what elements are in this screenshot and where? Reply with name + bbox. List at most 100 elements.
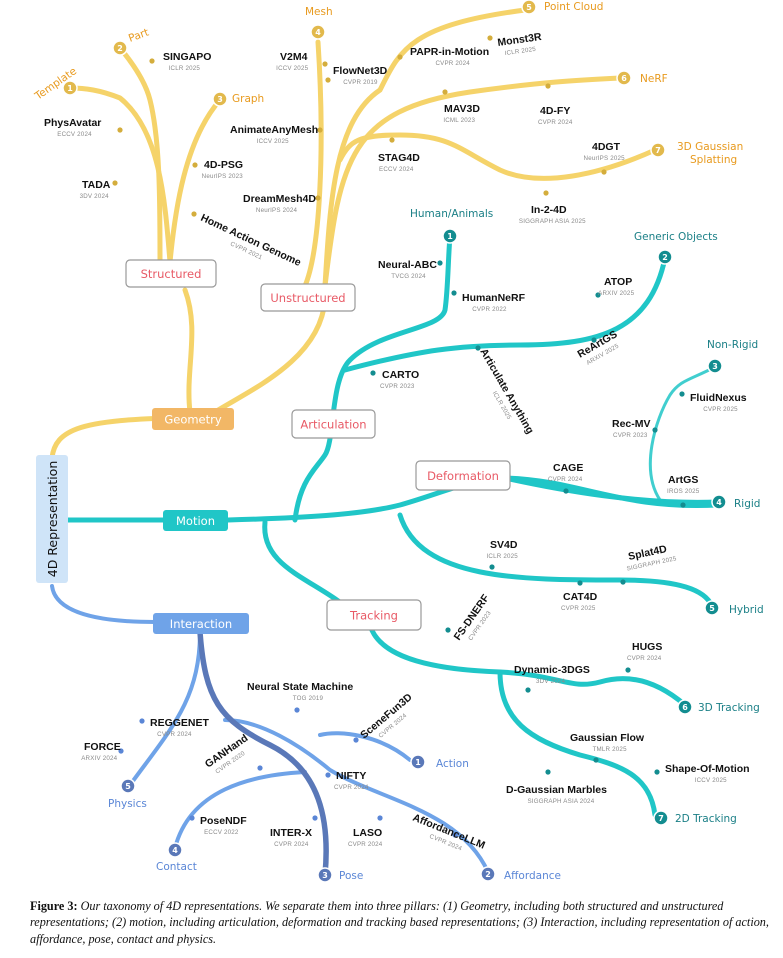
paper-dot xyxy=(315,195,321,201)
leaf-badge xyxy=(521,0,537,15)
paper-name: INTER-X xyxy=(270,827,312,839)
paper-dot xyxy=(325,77,331,83)
paper-name: CAGE xyxy=(553,462,583,474)
paper-dot xyxy=(595,292,601,298)
paper-dot xyxy=(451,290,457,296)
paper-name: Neural State Machine xyxy=(247,681,353,693)
paper-name: Monst3R xyxy=(497,31,543,49)
paper-name: V2M4 xyxy=(280,51,308,63)
paper-venue: TOG 2019 xyxy=(293,695,324,702)
pillar-label: Interaction xyxy=(170,617,232,631)
leaf-number: 3 xyxy=(322,871,328,880)
leaf-badge xyxy=(677,699,693,715)
leaf-badge xyxy=(112,40,128,56)
paper-name: PhysAvatar xyxy=(44,117,101,129)
leaf-hybrid: 5 Hybrid xyxy=(704,600,764,616)
pillar-geometry: Geometry xyxy=(152,408,234,430)
leaf-number: 3 xyxy=(712,362,718,371)
paper-venue: NeurIPS 2023 xyxy=(202,173,244,180)
leaf-splatting: Splatting xyxy=(690,154,737,166)
paper-venue: CVPR 2025 xyxy=(703,406,738,413)
leaf-badge xyxy=(650,142,666,158)
paper-name: LASO xyxy=(353,827,382,839)
leaf-label: Hybrid xyxy=(729,604,764,616)
paper-dot xyxy=(317,127,323,133)
paper-dot xyxy=(545,83,551,89)
paper-dot xyxy=(577,580,583,586)
paper-venue: CVPR 2019 xyxy=(343,79,378,86)
paper-name: MAV3D xyxy=(444,103,480,115)
pillar-label: Geometry xyxy=(164,413,222,427)
paper-dot xyxy=(437,260,443,266)
paper-name: 4D-FY xyxy=(540,105,570,117)
category-tracking: Tracking xyxy=(326,599,422,631)
paper-tada: TADA 3DV 2024 xyxy=(80,179,118,200)
paper-dot xyxy=(189,815,195,821)
paper-dot xyxy=(397,54,403,60)
root-box: 4D Representation xyxy=(36,455,68,583)
paper-name: HUGS xyxy=(632,641,662,653)
paper-dot xyxy=(654,769,660,775)
paper-venue: ICLR 2025 xyxy=(504,46,536,57)
paper-dot xyxy=(118,748,124,754)
paper-dot xyxy=(191,211,197,217)
paper-venue: TMLR 2025 xyxy=(593,746,627,753)
paper-venue: 3DV 2024 xyxy=(80,193,109,200)
paper-name: Neural-ABC xyxy=(378,259,437,271)
paper-dot xyxy=(563,488,569,494)
caption-text: Our taxonomy of 4D representations. We s… xyxy=(30,899,769,946)
paper-venue: CVPR 2023 xyxy=(380,383,415,390)
leaf-number: 4 xyxy=(315,28,321,37)
leaf-label: Part xyxy=(127,26,151,44)
leaf-badge xyxy=(480,866,496,882)
paper-dot xyxy=(652,427,658,433)
paper-dot xyxy=(325,772,331,778)
leaf-number: 1 xyxy=(67,84,73,93)
leaf-badge xyxy=(212,91,228,107)
paper-dot xyxy=(192,162,198,168)
leaf-badge xyxy=(707,358,723,374)
paper-name: SV4D xyxy=(490,539,518,551)
paper-name: Dynamic-3DGS xyxy=(514,664,590,676)
paper-dot xyxy=(257,765,263,771)
paper-name: 4D-PSG xyxy=(204,159,243,171)
paper-venue: IROS 2025 xyxy=(667,488,700,495)
paper-venue: SIGGRAPH ASIA 2024 xyxy=(527,798,594,805)
paper-venue: ICCV 2025 xyxy=(695,777,727,784)
leaf-label: 3D Gaussian xyxy=(677,141,743,153)
caption-label: Figure 3: xyxy=(30,899,78,913)
paper-4d-psg: 4D-PSG NeurIPS 2023 xyxy=(192,159,243,180)
leaf-number: 1 xyxy=(415,758,421,767)
paper-dot xyxy=(679,391,685,397)
paper-venue: ARXIV 2024 xyxy=(81,755,117,762)
paper-name: TADA xyxy=(82,179,111,191)
paper-venue: NeurIPS 2024 xyxy=(256,207,298,214)
paper-name: 4DGT xyxy=(592,141,621,153)
paper-venue: ICLR 2025 xyxy=(487,553,519,560)
paper-name: REGGENET xyxy=(150,717,210,729)
category-structured: Structured xyxy=(125,259,217,288)
leaf-number: 5 xyxy=(526,3,532,12)
paper-dot xyxy=(525,687,531,693)
leaf-label: Splatting xyxy=(690,154,737,166)
paper-name: Shape-Of-Motion xyxy=(665,763,750,775)
leaf-number: 5 xyxy=(709,604,715,613)
paper-venue: CVPR 2024 xyxy=(157,731,192,738)
